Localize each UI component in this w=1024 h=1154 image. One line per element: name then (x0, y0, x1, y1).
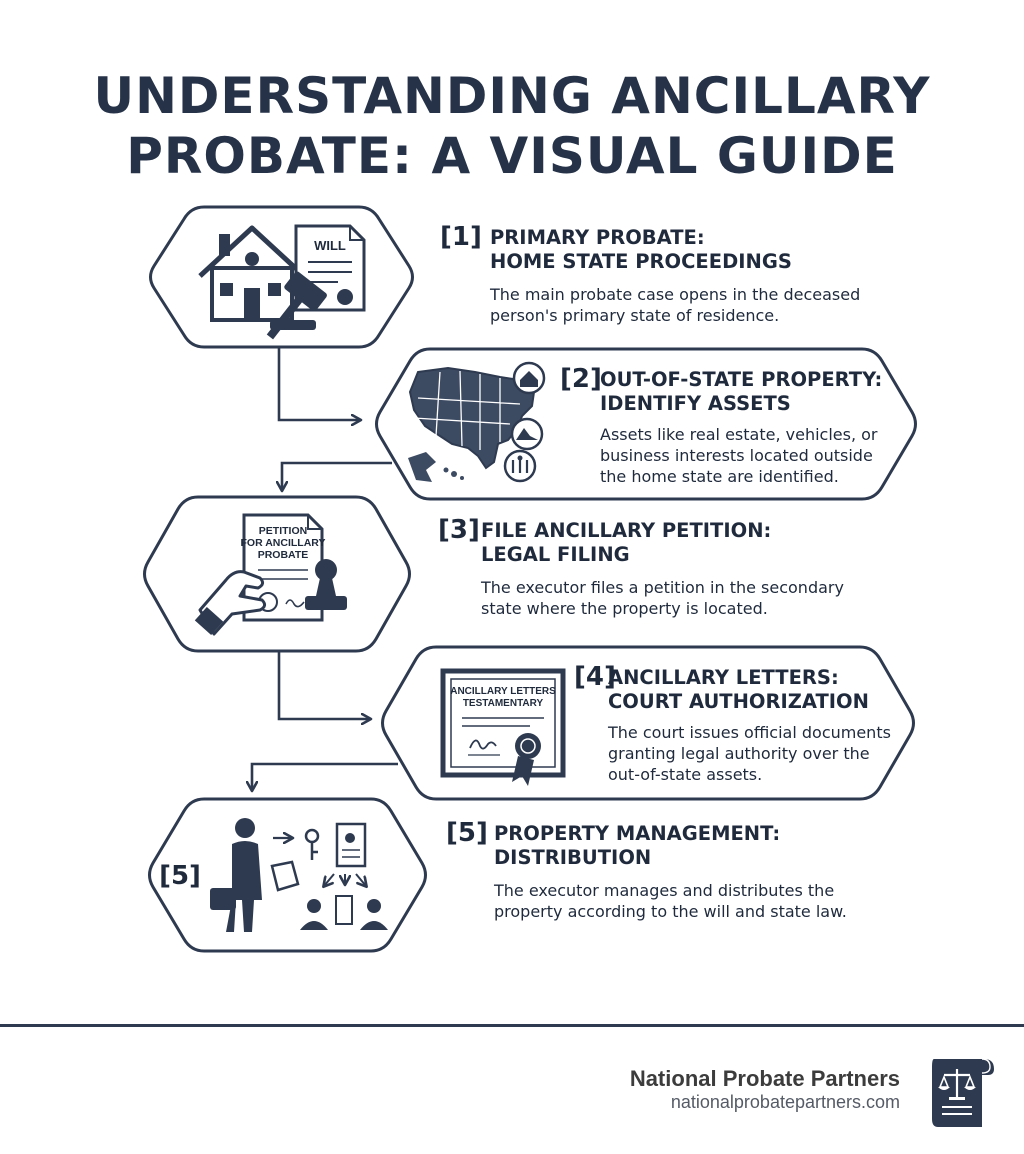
step-5-number: [5] (446, 818, 488, 848)
step-2-description: Assets like real estate, vehicles, or bu… (600, 425, 878, 486)
petition-hand-stamp-icon: PETITION FOR ANCILLARY PROBATE (194, 513, 347, 636)
step-5-icon-label: [5] (159, 861, 201, 891)
connector-1-2 (277, 348, 360, 420)
step-5-heading-line2: DISTRIBUTION (494, 846, 652, 869)
step-4-heading-line1: ANCILLARY LETTERS: (608, 666, 839, 689)
flow-diagram: WILL PETITION FOR ANCILLARY PROBAT (143, 205, 917, 953)
house-will-gavel-icon: WILL (198, 224, 366, 340)
step-1-number: [1] (440, 222, 482, 252)
certificate-icon: ANCILLARY LETTERS TESTAMENTARY (440, 668, 566, 786)
step-5-heading-line1: PROPERTY MANAGEMENT: (494, 822, 781, 845)
step-3-heading-line2: LEGAL FILING (481, 543, 630, 566)
step-4-description: The court issues official documents gran… (608, 723, 891, 784)
connector-3-4 (277, 650, 370, 719)
connector-4-5 (252, 762, 398, 790)
step-2-heading-line2: IDENTIFY ASSETS (600, 392, 791, 415)
scales-of-justice-logo-icon (932, 1058, 994, 1127)
brand-url: nationalprobatepartners.com (670, 1092, 900, 1112)
us-map-icon (408, 361, 546, 483)
step-4-number: [4] (574, 662, 616, 692)
step-3-heading-line1: FILE ANCILLARY PETITION: (481, 519, 772, 542)
step-5-description: The executor manages and distributes the… (494, 881, 847, 921)
certificate-label-line1: ANCILLARY LETTERS (450, 686, 556, 697)
step-3-description: The executor files a petition in the sec… (481, 578, 844, 618)
will-label: WILL (314, 238, 346, 253)
step-4-heading-line2: COURT AUTHORIZATION (608, 690, 869, 713)
step-1-heading-line2: HOME STATE PROCEEDINGS (490, 250, 792, 273)
certificate-label-line2: TESTAMENTARY (463, 698, 544, 709)
petition-label-line1: PETITION (259, 525, 307, 537)
petition-label-line2: FOR ANCILLARY (241, 537, 326, 549)
step-2-heading-line1: OUT-OF-STATE PROPERTY: (600, 368, 883, 391)
step-1-description: The main probate case opens in the decea… (490, 285, 861, 325)
step-2-number: [2] (560, 364, 602, 394)
connector-2-3 (282, 461, 392, 490)
executor-distribution-icon (210, 818, 388, 932)
step-1-heading-line1: PRIMARY PROBATE: (490, 226, 705, 249)
page-title: UNDERSTANDING ANCILLARY PROBATE: A VISUA… (93, 67, 931, 185)
brand-name: National Probate Partners (629, 1066, 900, 1091)
step-3-number: [3] (438, 515, 480, 545)
footer-divider (0, 1024, 1024, 1027)
petition-label-line3: PROBATE (258, 549, 309, 561)
